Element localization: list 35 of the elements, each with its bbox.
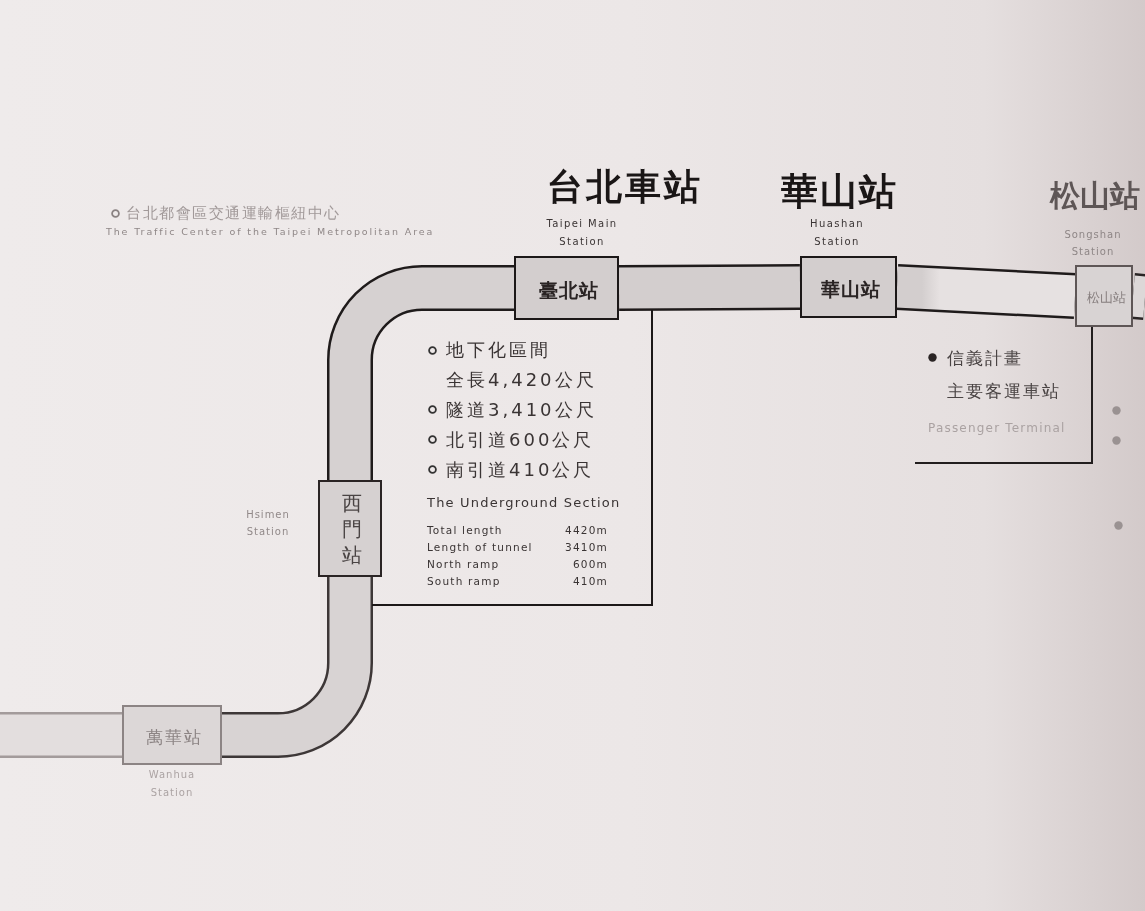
station-label: 西門站 — [341, 490, 363, 568]
table-cell-text: 410m — [571, 574, 608, 588]
tunnel-band — [222, 577, 373, 758]
note-text: 台北都會區交通運輸樞紐中心 — [126, 204, 341, 222]
table-cell: Total length — [427, 523, 503, 537]
station-caption: Wanhua Station — [147, 768, 197, 800]
tunnel-band — [618, 264, 801, 311]
station-caption: Hsimen Station — [245, 507, 291, 539]
table-cell: North ramp — [427, 557, 500, 571]
station-label: 松山站 — [1085, 290, 1127, 306]
station-label: 華山站 — [819, 277, 882, 301]
table-cell-text: 3410m — [564, 540, 608, 554]
table-cell-text: 600m — [571, 557, 608, 571]
section-heading: The Underground Section — [427, 495, 621, 511]
table-cell: Length of tunnel — [427, 540, 533, 554]
table-cell: South ramp — [427, 574, 501, 588]
station-caption: Huashan Station — [809, 217, 865, 249]
station-caption: Songshan Station — [1063, 227, 1123, 259]
station-caption: Taipei Main Station — [545, 217, 619, 249]
note-text: 南引道410公尺 — [446, 457, 595, 481]
station-name: 台北車站 — [545, 164, 704, 209]
info-panel — [915, 327, 1093, 464]
note-text: The Traffic Center of the Taipei Metropolitan Area — [106, 226, 435, 238]
station-name: 華山站 — [779, 169, 899, 215]
station-label: 萬華站 — [144, 726, 204, 748]
note-text: 地下化區間全長4,420公尺 — [446, 338, 598, 392]
tunnel-band — [327, 265, 514, 480]
station-label: 臺北站 — [537, 278, 600, 302]
table-cell-text: 4420m — [564, 523, 608, 537]
tunnel-band — [0, 712, 122, 758]
note-text: Passenger Terminal — [928, 420, 1066, 436]
note-text: 北引道600公尺 — [446, 427, 595, 451]
note-text: 隧道3,410公尺 — [446, 397, 597, 421]
station-name: 松山站 — [1048, 177, 1141, 215]
note-text: 信義計畫主要客運車站 — [947, 346, 1062, 403]
